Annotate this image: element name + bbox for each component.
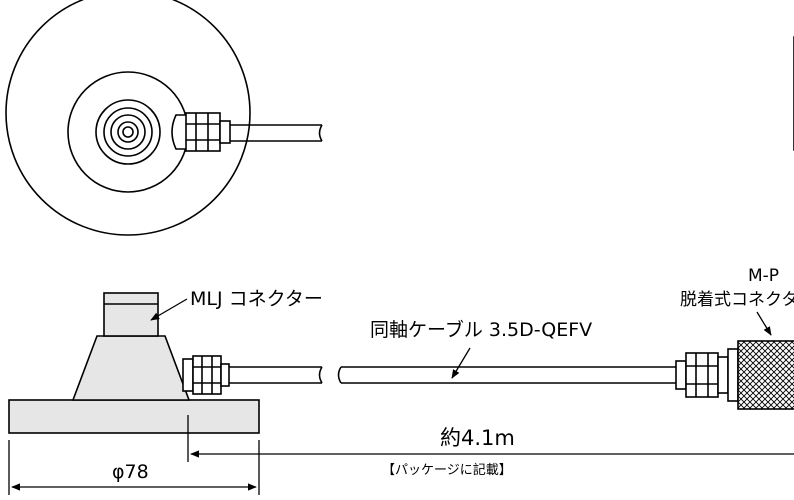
connector-center xyxy=(117,121,139,143)
mp-connector xyxy=(675,340,794,410)
dimensions xyxy=(8,415,794,495)
top-cable xyxy=(230,124,323,142)
coax-cable-right xyxy=(337,366,676,384)
side-fitting-neck xyxy=(182,358,194,392)
base-inner-circle xyxy=(67,71,189,193)
mp-model-label: M-P xyxy=(748,266,779,286)
side-fitting-collar xyxy=(219,120,231,144)
cable-leader xyxy=(451,347,471,379)
length-note-label: 【パッケージに記載】 xyxy=(382,462,512,478)
mlj-leader xyxy=(150,298,188,321)
side-view xyxy=(8,292,794,434)
knurled-coupling-nut xyxy=(737,340,794,410)
base-outer-circle xyxy=(5,0,251,236)
side-fitting-elbow xyxy=(171,114,186,150)
connector-body-ring xyxy=(95,99,161,165)
length-label: 約4.1m xyxy=(440,426,515,450)
base-plate xyxy=(8,399,260,434)
connector-ring-3 xyxy=(110,114,146,150)
top-view xyxy=(5,0,323,236)
connector-ring-2 xyxy=(103,107,153,157)
diameter-label: φ78 xyxy=(112,461,149,483)
leaders xyxy=(150,298,772,379)
mp-leader xyxy=(756,311,772,336)
side-fitting-collar-side xyxy=(220,363,230,387)
side-fitting-hex-side xyxy=(192,355,222,395)
coax-cable-label: 同軸ケーブル 3.5D-QEFV xyxy=(370,318,592,341)
mlj-connector-block xyxy=(103,292,159,337)
mp-connector-hex xyxy=(685,352,719,398)
cone-body xyxy=(71,335,191,401)
mp-connector-label: 脱着式コネクター xyxy=(680,290,794,310)
coax-cable-left xyxy=(229,366,323,384)
mlj-connector-label: MLJ コネクター xyxy=(190,288,323,310)
connector-pin xyxy=(122,126,134,138)
side-fitting-hex xyxy=(185,112,221,152)
